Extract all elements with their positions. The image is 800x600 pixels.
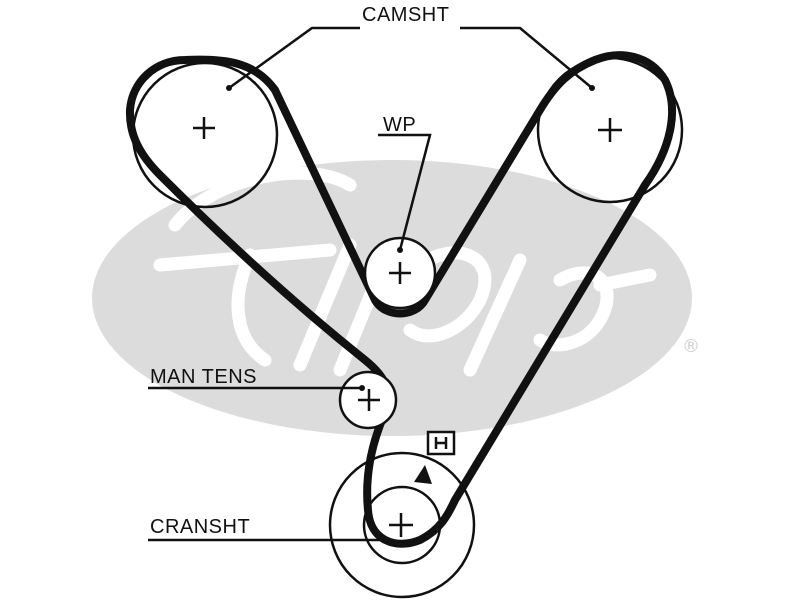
crankshaft-outer-pulley bbox=[328, 451, 476, 599]
timing-mark-icon bbox=[426, 430, 456, 456]
center-mark-icons bbox=[193, 117, 622, 537]
left-camshaft-pulley bbox=[131, 61, 279, 209]
camshaft-label: CAMSHT bbox=[362, 4, 449, 26]
crankshaft-inner-pulley bbox=[362, 485, 442, 565]
plus-icon bbox=[358, 389, 380, 411]
crankshaft-label: CRANSHT bbox=[150, 516, 250, 538]
camshaft-leader-left bbox=[228, 26, 360, 90]
leader-lines bbox=[148, 26, 593, 542]
leader-dots bbox=[226, 85, 595, 543]
manual-tensioner-label: MAN TENS bbox=[150, 366, 257, 388]
plus-icon bbox=[389, 262, 411, 284]
wp-leader bbox=[378, 133, 432, 251]
timing-belt bbox=[125, 51, 676, 548]
water-pump-label: WP bbox=[383, 114, 416, 136]
camshaft-leader-right bbox=[460, 26, 593, 89]
plus-icon bbox=[598, 118, 622, 142]
triangle-pointer-icon bbox=[414, 465, 432, 484]
plus-icon bbox=[193, 117, 215, 139]
plus-icon bbox=[389, 513, 413, 537]
registered-mark: ® bbox=[682, 336, 700, 357]
right-camshaft-pulley bbox=[536, 56, 684, 204]
